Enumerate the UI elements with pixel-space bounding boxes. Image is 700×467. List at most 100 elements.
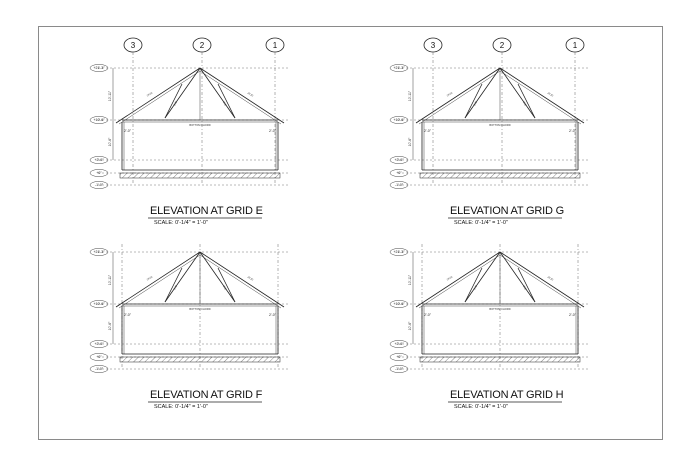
height-dim-upper: 10'-11"	[408, 274, 412, 285]
drawing-sheet-border	[38, 26, 663, 440]
truss-web-2	[217, 267, 236, 303]
label-bottom-chord: BOTTOM CHORD	[489, 123, 510, 127]
title-elevation-f: ELEVATION AT GRID F	[150, 389, 263, 401]
label-top-chord-right: 2X10	[547, 91, 555, 98]
truss-web-3	[499, 251, 536, 303]
grid-label-2: 2	[200, 41, 205, 50]
height-dim-lower: 10'-6"	[108, 137, 112, 146]
label-web-left: 2X8	[472, 100, 478, 106]
grid-label-3: 3	[131, 41, 136, 50]
height-dim-upper: 10'-11"	[108, 90, 112, 101]
level-label: +2'-6"	[394, 342, 404, 346]
level-tag	[89, 64, 109, 72]
truss-web-3	[199, 67, 236, 119]
title-elevation-g: ELEVATION AT GRID G	[450, 205, 564, 217]
height-dim-upper: 10'-11"	[108, 274, 112, 285]
truss-web-0	[164, 267, 183, 303]
top-chord-left-inner	[118, 254, 201, 309]
overhang-right: 2'-0"	[269, 313, 277, 317]
level-tag	[389, 340, 409, 348]
scale-elevation-h: SCALE: 0'-1/4" = 1'-0"	[454, 404, 508, 410]
level-label: +21'-3"	[394, 250, 406, 254]
truss-web-0	[464, 83, 483, 119]
truss-web-3	[199, 251, 236, 303]
level-tag	[389, 248, 409, 256]
label-web-right: 2X8	[222, 285, 228, 291]
level-tag	[89, 116, 109, 124]
truss-web-2	[217, 83, 236, 119]
level-tag	[389, 169, 409, 177]
grid-label-1: 1	[273, 41, 278, 50]
height-dim-lower: 10'-6"	[108, 321, 112, 330]
truss-web-2	[517, 83, 536, 119]
level-tag	[89, 365, 109, 373]
level-label: -1'-0"	[95, 183, 104, 187]
overhang-left: 2'-0"	[424, 313, 432, 317]
top-chord-left-inner	[118, 70, 201, 125]
label-top-chord-left: 2X10	[146, 91, 154, 98]
label-top-chord-left: 2X10	[446, 91, 454, 98]
elevation-h: +21'-3" +10'-6" +2'-6" +0" -1'-0" 10'-11" 10'-…	[389, 244, 590, 410]
truss-web-1	[164, 251, 201, 303]
foundation-slab	[419, 356, 581, 363]
scale-elevation-e: SCALE: 0'-1/4" = 1'-0"	[154, 220, 208, 226]
level-tag	[89, 156, 109, 164]
level-tag	[389, 64, 409, 72]
truss-web-0	[164, 83, 183, 119]
top-chord-right-inner	[199, 254, 282, 309]
top-chord-right-inner	[499, 254, 582, 309]
grid-label-2: 2	[500, 41, 505, 50]
level-tag	[389, 156, 409, 164]
level-label: +21'-3"	[94, 66, 106, 70]
scale-elevation-g: SCALE: 0'-1/4" = 1'-0"	[454, 220, 508, 226]
level-tag	[389, 365, 409, 373]
level-label: -1'-0"	[395, 367, 404, 371]
truss-web-2	[517, 267, 536, 303]
level-label: +0"	[396, 171, 402, 175]
elevation-f: +21'-3"+10'-6"+2'-6"+0"-1'-0"10'-11"10'-…	[89, 244, 290, 410]
title-elevation-e: ELEVATION AT GRID E	[150, 205, 263, 217]
level-tag	[89, 300, 109, 308]
level-label: +21'-3"	[394, 66, 406, 70]
grid-label-1: 1	[573, 41, 578, 50]
scale-elevation-f: SCALE: 0'-1/4" = 1'-0"	[154, 404, 208, 410]
grid-label-3: 3	[431, 41, 436, 50]
level-label: +0"	[96, 171, 102, 175]
level-label: +0"	[96, 355, 102, 359]
level-tag	[389, 300, 409, 308]
label-bottom-chord: BOTTOM CHORD	[189, 123, 210, 127]
level-label: -1'-0"	[95, 367, 104, 371]
overhang-right: 2'-0"	[569, 313, 577, 317]
level-label: +2'-6"	[94, 158, 104, 162]
level-tag	[389, 353, 409, 361]
foundation-slab	[119, 356, 281, 363]
label-bottom-chord: BOTTOM CHORD	[189, 307, 210, 311]
level-label: +10'-6"	[94, 302, 106, 306]
foundation-slab	[119, 172, 281, 179]
height-dim-lower: 10'-6"	[408, 321, 412, 330]
level-label: +10'-6"	[394, 118, 406, 122]
level-tag	[389, 181, 409, 189]
foundation-slab	[419, 172, 581, 179]
label-top-chord-right: 2X10	[247, 91, 255, 98]
level-tag	[89, 340, 109, 348]
level-tag	[389, 116, 409, 124]
top-chord-right	[199, 67, 285, 124]
height-dim-lower: 10'-6"	[408, 137, 412, 146]
overhang-left: 2'-0"	[124, 129, 132, 133]
overhang-left: 2'-0"	[424, 129, 432, 133]
level-label: +0"	[396, 355, 402, 359]
title-elevation-h: ELEVATION AT GRID H	[450, 389, 564, 401]
label-top-chord-left: 2X10	[146, 275, 154, 282]
label-web-right: 2X8	[522, 101, 528, 107]
level-label: +10'-6"	[394, 302, 406, 306]
level-label: +10'-6"	[94, 118, 106, 122]
label-web-left: 2X8	[172, 100, 178, 106]
top-chord-right	[199, 251, 285, 308]
top-chord-left	[115, 67, 201, 124]
top-chord-right	[499, 67, 585, 124]
top-chord-right-inner	[499, 70, 582, 125]
label-web-left: 2X8	[172, 284, 178, 290]
top-chord-left	[415, 67, 501, 124]
top-chord-left-inner	[418, 70, 501, 125]
